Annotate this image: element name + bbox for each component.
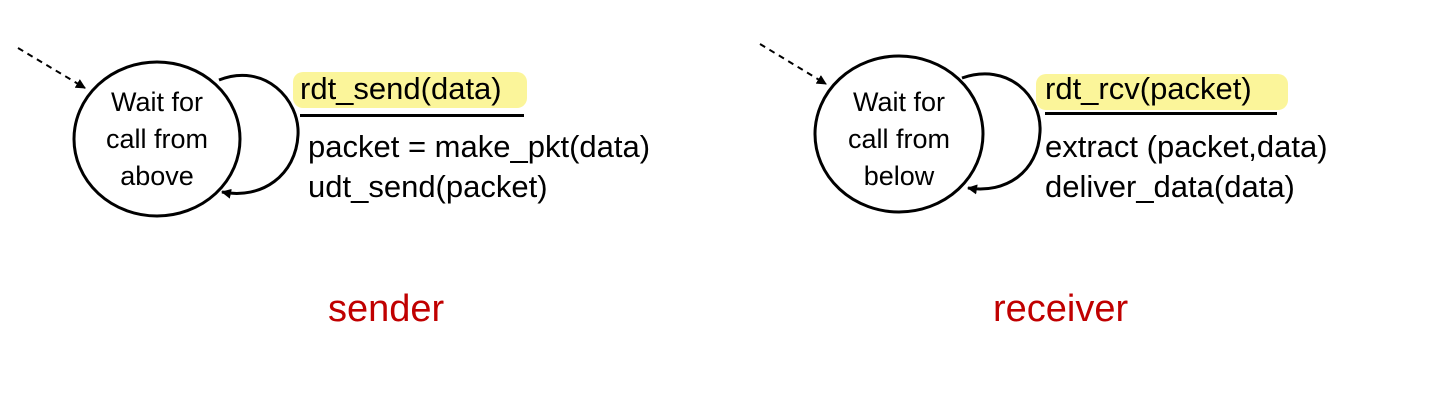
state-label: Wait for call from above bbox=[77, 84, 237, 195]
state-label: Wait for call from below bbox=[819, 84, 979, 195]
initial-transition-arrow bbox=[759, 43, 827, 85]
state-label-line: call from bbox=[105, 124, 208, 154]
state-label-line: below bbox=[863, 161, 935, 191]
state-label-line: above bbox=[120, 161, 194, 191]
initial-transition-arrow bbox=[17, 47, 86, 89]
self-loop-arrow bbox=[961, 72, 1042, 195]
event-highlight bbox=[293, 72, 527, 108]
sender-fsm: Wait for call from above rdt_send(data) … bbox=[17, 47, 650, 330]
event-highlight bbox=[1036, 74, 1288, 110]
transition-event: rdt_send(data) bbox=[300, 71, 502, 106]
state-label-line: Wait for bbox=[852, 87, 945, 117]
role-label: receiver bbox=[993, 288, 1129, 330]
action-line: packet = make_pkt(data) bbox=[308, 129, 651, 164]
state-label-line: call from bbox=[847, 124, 950, 154]
role-label: sender bbox=[328, 288, 445, 330]
sender-fsm-graphics bbox=[17, 47, 300, 218]
transition-actions: packet = make_pkt(data) udt_send(packet) bbox=[308, 127, 650, 207]
self-loop-arrow bbox=[218, 73, 300, 199]
action-line: udt_send(packet) bbox=[308, 169, 548, 204]
action-line: extract (packet,data) bbox=[1045, 129, 1328, 164]
transition-event: rdt_rcv(packet) bbox=[1045, 71, 1252, 106]
receiver-fsm: Wait for call from below rdt_rcv(packet)… bbox=[740, 0, 1440, 409]
state-circle bbox=[72, 60, 242, 218]
state-circle bbox=[813, 54, 985, 214]
action-line: deliver_data(data) bbox=[1045, 169, 1295, 204]
event-action-separator bbox=[1045, 112, 1277, 115]
transition-actions: extract (packet,data) deliver_data(data) bbox=[1045, 127, 1328, 207]
receiver-fsm-graphics bbox=[759, 43, 1042, 214]
event-action-separator bbox=[300, 114, 524, 117]
state-label-line: Wait for bbox=[110, 87, 203, 117]
